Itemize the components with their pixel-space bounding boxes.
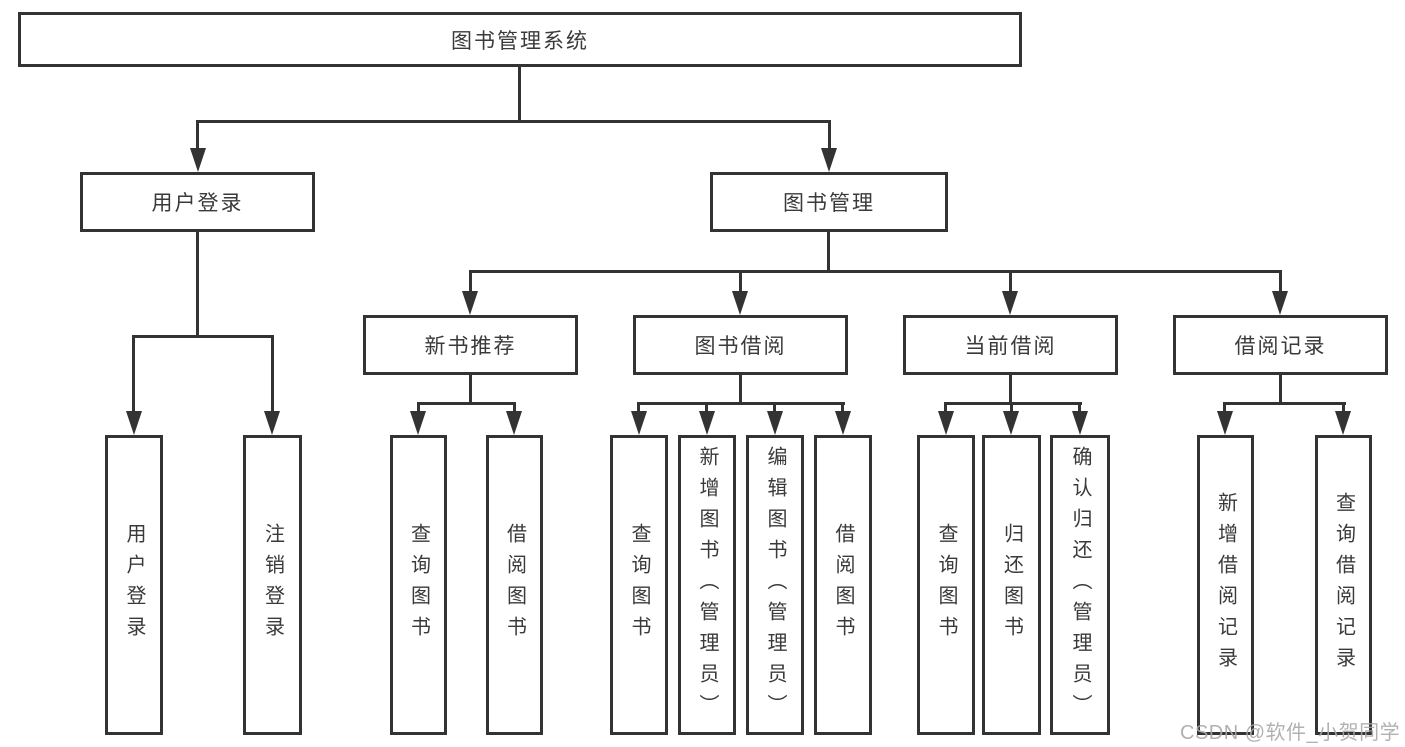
connector-line (469, 270, 1282, 273)
node-root: 图书管理系统 (18, 12, 1022, 67)
node-label: 图书借阅 (694, 335, 787, 358)
connector-line (944, 402, 947, 413)
connector-line (827, 232, 830, 270)
node-borrow-records: 借阅记录 (1173, 315, 1388, 375)
connector-line (1009, 270, 1012, 293)
connector-line (132, 335, 135, 411)
leaf-borrow-edit-books-admin: 编辑图书（管理员） (746, 435, 804, 735)
arrow-down-icon (462, 291, 478, 315)
arrow-down-icon (835, 411, 851, 435)
node-label: 当前借阅 (964, 335, 1057, 358)
arrow-down-icon (1335, 411, 1351, 435)
arrow-down-icon (732, 291, 748, 315)
node-book-management: 图书管理 (710, 172, 948, 232)
arrow-down-icon (938, 411, 954, 435)
connector-line (1223, 402, 1346, 405)
node-label: 图书管理 (783, 192, 875, 215)
arrow-down-icon (1003, 411, 1019, 435)
node-book-borrow: 图书借阅 (633, 315, 848, 375)
node-label: 借阅图书 (503, 523, 526, 647)
connector-line (1279, 375, 1282, 402)
node-label: 查询图书 (935, 523, 957, 647)
leaf-borrow-add-books-admin: 新增图书（管理员） (678, 435, 736, 735)
arrow-down-icon (410, 411, 426, 435)
node-label: 归还图书 (1000, 523, 1023, 647)
connector-line (469, 270, 472, 293)
node-label: 新书推荐 (424, 335, 517, 358)
arrow-down-icon (264, 411, 280, 435)
node-label: 图书管理系统 (451, 29, 589, 53)
arrow-down-icon (126, 411, 142, 435)
connector-line (828, 120, 831, 152)
arrow-down-icon (631, 411, 647, 435)
connector-line (841, 402, 844, 413)
node-label: 用户登录 (123, 523, 145, 647)
connector-line (417, 402, 420, 413)
connector-line (196, 120, 199, 152)
leaf-logout: 注销登录 (243, 435, 302, 735)
leaf-rec-borrow-books: 借阅图书 (486, 435, 543, 735)
leaf-rec-query-books: 查询图书 (390, 435, 447, 735)
node-label: 确认归还（管理员） (1069, 445, 1091, 725)
connector-line (1010, 402, 1013, 413)
connector-line (637, 402, 845, 405)
connector-line (739, 270, 742, 293)
arrow-down-icon (1217, 411, 1233, 435)
connector-line (1342, 402, 1345, 413)
connector-line (739, 375, 742, 402)
connector-line (1279, 270, 1282, 293)
leaf-current-confirm-return-admin: 确认归还（管理员） (1050, 435, 1110, 735)
leaf-borrow-borrow-books: 借阅图书 (814, 435, 872, 735)
leaf-records-add-record: 新增借阅记录 (1197, 435, 1254, 735)
arrow-down-icon (1272, 291, 1288, 315)
arrow-down-icon (821, 148, 837, 172)
arrow-down-icon (767, 411, 783, 435)
arrow-down-icon (190, 148, 206, 172)
leaf-borrow-query-books: 查询图书 (610, 435, 668, 735)
arrow-down-icon (1002, 291, 1018, 315)
node-current-borrow: 当前借阅 (903, 315, 1118, 375)
node-label: 借阅记录 (1234, 335, 1327, 358)
connector-line (196, 232, 199, 335)
connector-line (1223, 402, 1226, 413)
node-user-login: 用户登录 (80, 172, 315, 232)
node-label: 新增借阅记录 (1214, 492, 1237, 678)
connector-line (196, 120, 831, 123)
arrow-down-icon (699, 411, 715, 435)
node-label: 用户登录 (151, 192, 244, 215)
connector-line (518, 67, 521, 120)
arrow-down-icon (506, 411, 522, 435)
node-label: 查询图书 (628, 523, 650, 647)
node-new-book-recommend: 新书推荐 (363, 315, 578, 375)
node-label: 注销登录 (261, 523, 284, 647)
connector-line (705, 402, 708, 413)
connector-line (1078, 402, 1081, 413)
arrow-down-icon (1072, 411, 1088, 435)
connector-line (773, 402, 776, 413)
connector-line (1009, 375, 1012, 402)
leaf-current-query-books: 查询图书 (917, 435, 975, 735)
csdn-watermark: CSDN @软件_小贺同学 (1180, 722, 1401, 744)
connector-line (944, 402, 1082, 405)
leaf-user-login: 用户登录 (105, 435, 163, 735)
node-label: 编辑图书（管理员） (764, 445, 786, 725)
connector-line (271, 335, 274, 411)
connector-line (637, 402, 640, 413)
node-label: 新增图书（管理员） (696, 445, 718, 725)
node-label: 借阅图书 (832, 523, 854, 647)
leaf-current-return-books: 归还图书 (982, 435, 1041, 735)
node-label: 查询借阅记录 (1332, 492, 1355, 678)
connector-line (513, 402, 516, 413)
connector-line (417, 402, 516, 405)
connector-line (469, 375, 472, 402)
leaf-records-query-record: 查询借阅记录 (1315, 435, 1372, 735)
connector-line (132, 335, 274, 338)
node-label: 查询图书 (407, 523, 430, 647)
